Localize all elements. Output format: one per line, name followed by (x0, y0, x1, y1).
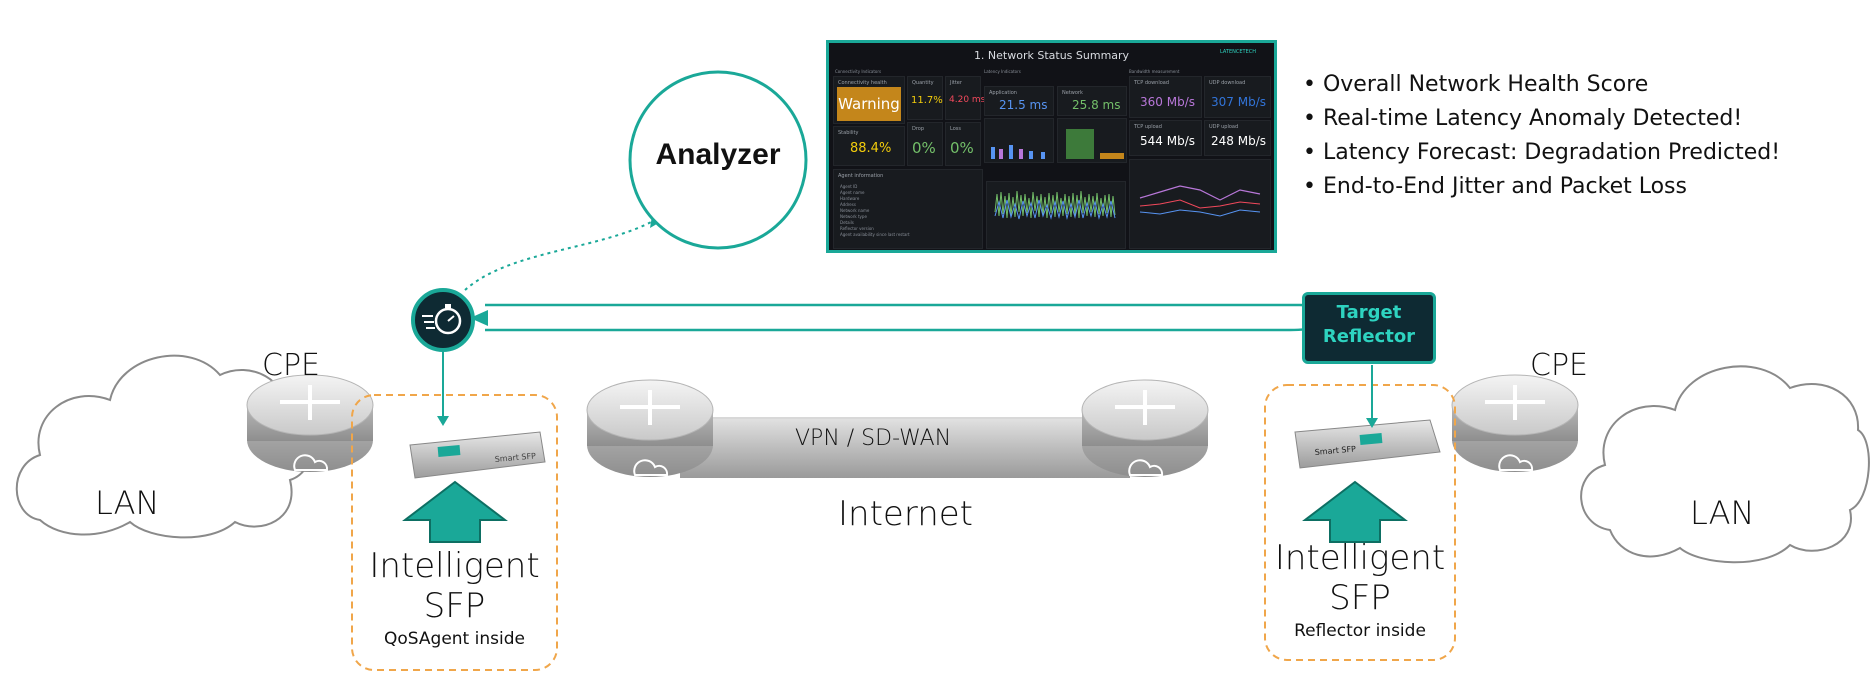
health-label: Connectivity health (838, 80, 887, 86)
right-lan-cloud (1580, 365, 1870, 564)
udp-upload-label: UDP upload (1209, 124, 1239, 130)
right-sfp-note: Reflector inside (1294, 621, 1426, 641)
agent-row: Hardware (840, 196, 860, 201)
tcp-upload-value: 544 Mb/s (1140, 134, 1195, 148)
tcp-download-label: TCP download (1134, 80, 1170, 86)
left-lan-label: LAN (95, 484, 160, 522)
dashboard-logo: LATENCETECH (1219, 49, 1256, 55)
loss-value: 0% (950, 139, 974, 157)
feature-item: • Overall Network Health Score (1303, 72, 1649, 97)
agent-row: Agent availability since last restart (840, 232, 910, 237)
feature-item: • End-to-End Jitter and Packet Loss (1303, 174, 1687, 199)
loss-label: Loss (950, 126, 961, 132)
stability-value: 88.4% (850, 141, 892, 156)
section-latency: Latency Indicators (984, 69, 1021, 74)
agent-info-label: Agent information (838, 173, 884, 179)
target-reflector-line2: Reflector (1322, 326, 1416, 347)
data-upload-path (464, 219, 656, 291)
sfp-module-icon: Smart SFP (409, 431, 546, 479)
feature-item: • Latency Forecast: Degradation Predicte… (1303, 140, 1781, 165)
agent-row: Agent name (840, 190, 865, 195)
stability-label: Stability (838, 130, 859, 136)
router-icon (1081, 379, 1209, 477)
agent-row: Network type (840, 214, 867, 219)
udp-upload-value: 248 Mb/s (1211, 134, 1266, 148)
dashboard-screenshot: 1. Network Status Summary LATENCETECH Co… (826, 40, 1277, 253)
right-sfp-caption: Intelligent SFP Reflector inside (1265, 538, 1455, 644)
analyzer-label: Analyzer (655, 138, 781, 171)
left-sfp-note: QoSAgent inside (384, 629, 525, 649)
right-sfp-line2: SFP (1329, 578, 1391, 618)
analyzer-circle (628, 70, 808, 250)
right-lan-label: LAN (1690, 494, 1755, 532)
feature-list: • Overall Network Health Score • Real-ti… (1303, 68, 1780, 204)
app-latency-label: Application (989, 90, 1017, 96)
stopwatch-icon (411, 288, 475, 352)
drop-label: Drop (912, 126, 925, 132)
section-connectivity: Connectivity Indicators (835, 69, 882, 74)
jitter-value: 4.20 ms (949, 95, 986, 105)
left-sfp-highlight (351, 394, 558, 671)
left-sfp-module-text: Smart SFP (494, 451, 536, 464)
router-icon (246, 374, 374, 472)
quantity-label: Quantity (912, 80, 934, 86)
left-sfp-line1: Intelligent (369, 546, 540, 586)
quantity-value: 11.7% (911, 95, 943, 106)
target-reflector-line1: Target (1336, 302, 1402, 323)
router-icon (586, 379, 714, 477)
latency-by-network-chart (1057, 118, 1127, 163)
agent-row: Reflector version (840, 226, 874, 231)
agent-row: Details (840, 220, 854, 225)
sfp-module-icon: Smart SFP (1294, 419, 1441, 469)
left-cpe-label: CPE (262, 348, 320, 383)
latency-by-app-chart (984, 118, 1054, 163)
section-bandwidth: Bandwidth measurement (1129, 69, 1180, 74)
measurement-path-return (485, 316, 1316, 332)
agent-row: Network name (840, 208, 870, 213)
arrow-up-icon (1302, 480, 1408, 543)
left-sfp-caption: Intelligent SFP QoSAgent inside (352, 546, 557, 652)
internet-label: Internet (838, 494, 974, 534)
right-cpe-label: CPE (1530, 348, 1588, 383)
health-value: Warning (837, 87, 901, 121)
dashboard-title: 1. Network Status Summary (973, 49, 1130, 62)
router-icon (1451, 374, 1579, 472)
agent-row: Agent ID (840, 184, 858, 189)
arrow-up-icon (402, 480, 508, 543)
jitter-label: Jitter (950, 80, 962, 86)
right-sfp-highlight (1264, 384, 1456, 661)
right-sfp-module-text: Smart SFP (1314, 444, 1356, 457)
drop-value: 0% (912, 139, 936, 157)
left-sfp-line2: SFP (423, 586, 486, 626)
app-latency-value: 21.5 ms (999, 98, 1048, 112)
agent-row: Address (840, 202, 856, 207)
net-latency-label: Network (1062, 90, 1083, 96)
feature-item: • Real-time Latency Anomaly Detected! (1303, 106, 1743, 131)
tunnel-label: VPN / SD-WAN (795, 426, 952, 451)
udp-download-value: 307 Mb/s (1211, 95, 1266, 109)
latency-timeseries-chart (986, 181, 1126, 249)
tcp-upload-label: TCP upload (1134, 124, 1162, 130)
vpn-tunnel (680, 417, 1130, 478)
measurement-path (485, 303, 1318, 320)
right-sfp-line1: Intelligent (1274, 538, 1446, 578)
tcp-download-value: 360 Mb/s (1140, 95, 1195, 109)
bandwidth-timeseries-chart (1129, 159, 1271, 249)
net-latency-value: 25.8 ms (1072, 98, 1121, 112)
udp-download-label: UDP download (1209, 80, 1246, 86)
target-reflector-box: Target Reflector (1302, 292, 1436, 364)
